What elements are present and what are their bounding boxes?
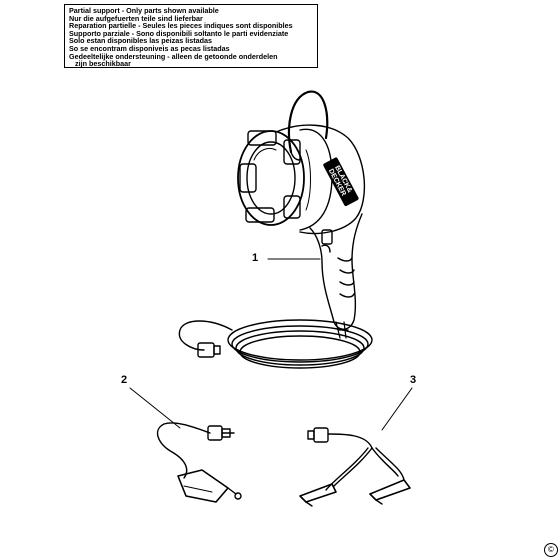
leader-line-2 xyxy=(129,387,181,429)
notice-line-de: Nur die aufgefuerten teile sind lieferba… xyxy=(69,13,203,23)
notice-line-en: Partial support - Only parts shown avail… xyxy=(69,6,219,15)
notice-line-it: Supporto parziale - Sono disponibili sol… xyxy=(69,28,289,38)
callout-part-1: 1 xyxy=(252,252,259,264)
callout-part-3: 3 xyxy=(410,374,417,386)
notice-line-es: Solo estan disponibles las peizas listad… xyxy=(69,36,212,46)
callout-part-2: 2 xyxy=(121,374,128,386)
battery-clips-drawing xyxy=(299,427,411,507)
notice-line-nl: Gedeeltelijke ondersteuning - alleen de … xyxy=(69,51,278,61)
lighter-cord-drawing xyxy=(156,422,242,503)
notice-line-pt: So se encontram disponiveis as pecas lis… xyxy=(69,43,230,53)
notice-line-nl-cont: zijn beschikbaar xyxy=(75,59,131,69)
notice-line-fr: Reparation partielle - Seules les pieces… xyxy=(69,21,293,31)
copyright-mark: © xyxy=(544,543,558,557)
availability-notice: Partial support - Only parts shown avail… xyxy=(64,4,318,68)
spotlight-drawing xyxy=(178,90,373,369)
leader-line-3 xyxy=(381,387,413,431)
